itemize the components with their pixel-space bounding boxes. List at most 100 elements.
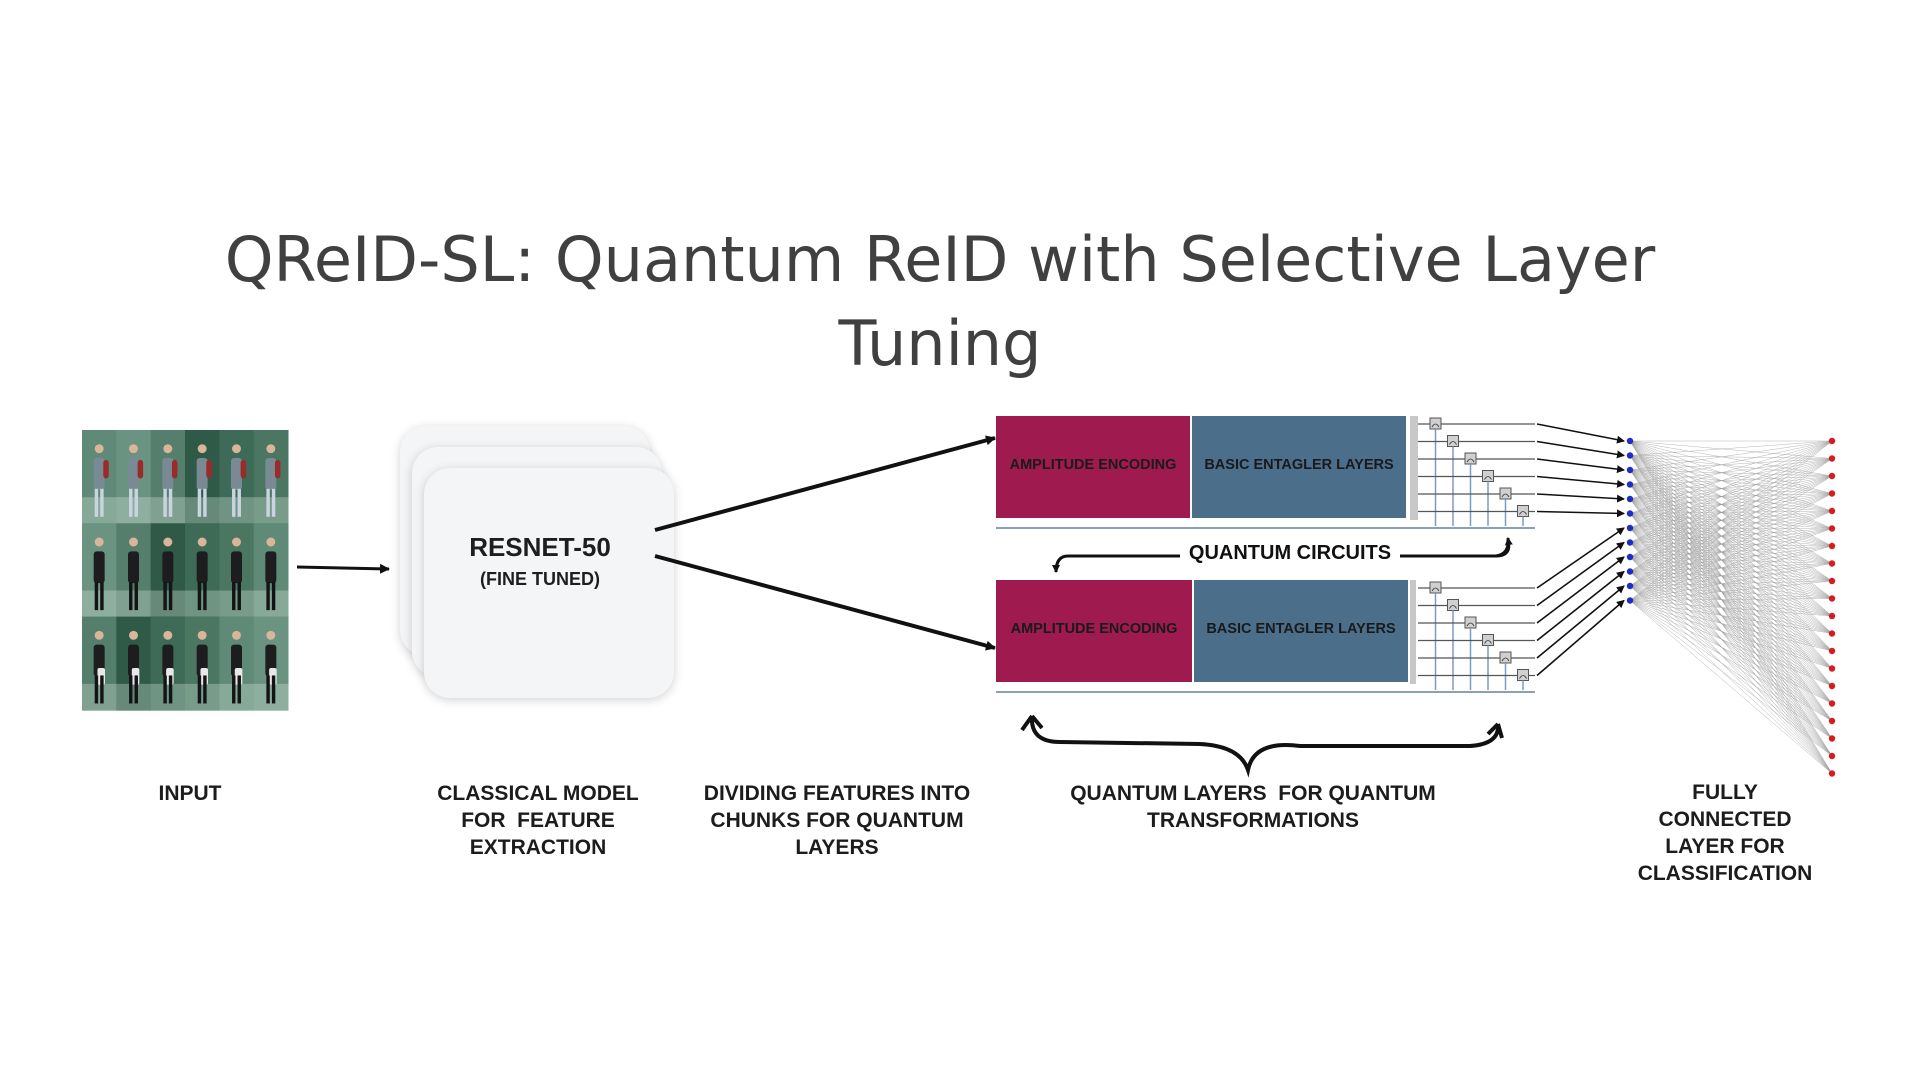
pedestrian-thumbnail	[185, 616, 220, 711]
fc-output-node	[1828, 525, 1836, 532]
caption-classical-line-1: CLASSICAL MODEL	[437, 782, 639, 805]
fc-input-arrow	[1536, 541, 1625, 607]
fc-input-node	[1626, 524, 1634, 532]
fc-network-edges	[1629, 440, 1833, 774]
pedestrian-thumbnail	[253, 616, 289, 711]
pedestrian-thumbnail	[253, 523, 289, 618]
model-name: RESNET-50	[469, 532, 611, 562]
diagram-title: QReID-SL: Quantum ReID with Selective La…	[0, 218, 1880, 386]
pedestrian-thumbnail	[185, 523, 220, 618]
measurement-gate-icon	[1429, 581, 1442, 594]
quantum-block-top	[996, 416, 1535, 529]
fc-output-node	[1828, 455, 1836, 462]
entangler-block-bottom	[1194, 580, 1408, 682]
fc-input-arrow	[1536, 585, 1625, 659]
entangler-label-bottom: BASIC ENTAGLER LAYERS	[1206, 621, 1396, 637]
fc-input-node	[1626, 481, 1634, 488]
fc-input-arrow	[1536, 556, 1625, 624]
fc-output-node	[1828, 595, 1836, 602]
caption-classical-line-3: EXTRACTION	[469, 836, 607, 859]
fc-output-node	[1828, 490, 1836, 497]
caption-input: INPUT	[110, 780, 270, 807]
encoding-label-bottom: AMPLITUDE ENCODING	[1010, 621, 1178, 637]
fc-input-arrow	[1536, 509, 1625, 518]
caption-fully-connected: FULLY CONNECTED LAYER FOR CLASSIFICATION	[1615, 779, 1835, 887]
fc-input-node	[1626, 582, 1634, 590]
caption-fc-line-3: LAYER FOR	[1665, 835, 1785, 858]
fc-output-nodes	[1828, 437, 1836, 777]
fc-output-node	[1828, 542, 1836, 550]
fc-input-node	[1626, 568, 1634, 575]
pedestrian-thumbnail	[82, 616, 117, 711]
fc-output-node	[1828, 560, 1836, 567]
measurement-gate-icon	[1447, 599, 1459, 611]
fc-output-node	[1828, 682, 1836, 690]
caption-quantum-line-2: TRANSFORMATIONS	[1147, 809, 1359, 832]
caption-dividing-features: DIVIDING FEATURES INTO CHUNKS FOR QUANTU…	[692, 780, 982, 861]
caption-fc-line-1: FULLY	[1692, 781, 1758, 804]
pedestrian-thumbnail	[185, 430, 220, 524]
measurement-gate-icon	[1517, 505, 1529, 517]
pedestrian-thumbnail	[150, 430, 186, 524]
split-arrow-top	[654, 435, 996, 532]
quantum-layers-brace	[1029, 715, 1501, 778]
measurement-circuit-top	[1418, 417, 1535, 526]
fc-input-arrow	[1536, 475, 1625, 488]
caption-classical-model: CLASSICAL MODEL FOR FEATURE EXTRACTION	[418, 780, 658, 861]
pedestrian-thumbnail	[219, 616, 255, 711]
pedestrian-thumbnail	[219, 430, 255, 524]
fc-input-node	[1626, 510, 1634, 517]
measurement-circuit-bottom	[1418, 581, 1535, 690]
pedestrian-thumbnail	[116, 430, 152, 524]
measurement-gate-icon	[1499, 651, 1512, 664]
encoding-block-top	[996, 416, 1190, 518]
measurement-gate-icon	[1447, 435, 1459, 447]
fc-output-node	[1828, 717, 1836, 725]
fc-input-node	[1626, 452, 1634, 459]
fc-output-node	[1828, 735, 1836, 742]
fc-input-arrow	[1536, 440, 1625, 459]
fc-output-node	[1828, 630, 1836, 637]
caption-fc-line-4: CLASSIFICATION	[1637, 862, 1813, 885]
pedestrian-thumbnail	[253, 430, 289, 524]
measurement-gate-icon	[1482, 470, 1494, 482]
caption-fc-line-2: CONNECTED	[1658, 808, 1792, 831]
fc-output-node	[1828, 700, 1836, 707]
caption-classical-line-2: FOR FEATURE	[461, 809, 615, 832]
fc-output-node	[1828, 577, 1836, 585]
pedestrian-thumbnail	[116, 616, 152, 711]
caption-quantum-line-1: QUANTUM LAYERS FOR QUANTUM	[1070, 782, 1436, 805]
input-image-grid	[82, 430, 289, 711]
fc-input-arrow	[1536, 458, 1625, 474]
caption-dividing-line-3: LAYERS	[795, 836, 879, 859]
fc-input-node	[1626, 553, 1634, 561]
fc-output-node	[1828, 647, 1836, 655]
fc-input-node	[1626, 539, 1634, 546]
fc-output-node	[1828, 437, 1836, 445]
pedestrian-thumbnail	[82, 523, 117, 618]
model-card-front	[424, 468, 674, 698]
fc-output-node	[1828, 472, 1836, 480]
fc-input-node	[1626, 437, 1634, 445]
pedestrian-thumbnail	[150, 523, 186, 618]
fc-output-node	[1828, 752, 1836, 760]
entangler-label-top: BASIC ENTAGLER LAYERS	[1204, 457, 1394, 473]
caption-quantum-layers: QUANTUM LAYERS FOR QUANTUM TRANSFORMATIO…	[1058, 780, 1448, 834]
measurement-gate-icon	[1482, 634, 1494, 646]
fc-input-node	[1626, 495, 1634, 503]
encoding-label-top: AMPLITUDE ENCODING	[1009, 457, 1177, 473]
measurement-gate-icon	[1499, 487, 1512, 500]
caption-dividing-line-2: CHUNKS FOR QUANTUM	[710, 809, 964, 832]
fc-output-node	[1828, 612, 1836, 620]
fc-input-arrow	[1536, 570, 1625, 642]
fc-input-arrow	[1536, 423, 1625, 444]
fc-input-arrow	[1536, 599, 1625, 677]
pedestrian-thumbnail	[82, 430, 117, 524]
pedestrian-thumbnail	[150, 616, 186, 711]
model-card-label: RESNET-50 (FINE TUNED)	[425, 532, 655, 590]
title-line-1: QReID-SL: Quantum ReID with Selective La…	[224, 223, 1656, 296]
model-subtitle: (FINE TUNED)	[480, 569, 600, 589]
entangler-block-top	[1192, 416, 1406, 518]
encoding-block-bottom	[996, 580, 1192, 682]
